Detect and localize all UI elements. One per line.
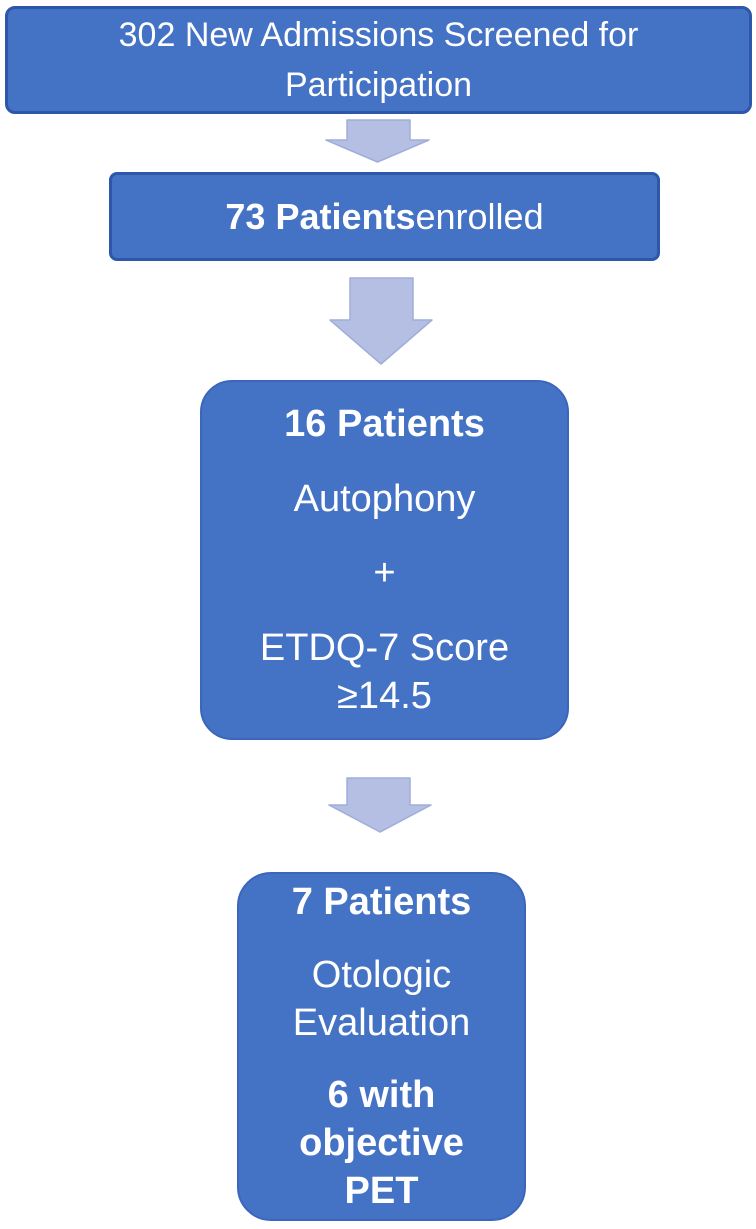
node-evaluation-otologic: Otologic Evaluation <box>293 951 470 1047</box>
node-evaluation-pet-line1: 6 with <box>327 1074 436 1116</box>
node-evaluation-box: 7 Patients Otologic Evaluation 6 with ob… <box>237 872 526 1221</box>
node-criteria-plus: + <box>373 552 396 595</box>
node-evaluation-title: 7 Patients <box>291 881 472 923</box>
node-evaluation-pet-line2: objective <box>299 1122 464 1164</box>
node-screened-box: 302 New Admissions Screened for Particip… <box>5 6 752 114</box>
node-enrolled-count: 73 Patients <box>225 195 416 237</box>
down-arrow-icon <box>325 119 430 163</box>
node-evaluation-otologic-line1: Otologic <box>311 953 452 996</box>
node-evaluation-pet: 6 with objective PET <box>299 1071 464 1215</box>
node-enrolled-suffix: enrolled <box>415 195 544 237</box>
node-criteria-box: 16 Patients Autophony + ETDQ-7 Score ≥14… <box>200 380 569 740</box>
node-criteria-etdq-line1: ETDQ-7 Score <box>259 626 510 669</box>
node-evaluation-otologic-line2: Evaluation <box>292 1001 471 1044</box>
node-criteria-title: 16 Patients <box>284 403 485 445</box>
node-evaluation-pet-line3: PET <box>344 1170 419 1212</box>
node-criteria-etdq: ETDQ-7 Score ≥14.5 <box>260 624 509 720</box>
down-arrow-icon <box>328 777 432 833</box>
node-screened-text: 302 New Admissions Screened for Particip… <box>118 16 639 104</box>
node-criteria-etdq-line2: ≥14.5 <box>337 674 432 717</box>
node-criteria-autophony: Autophony <box>293 477 476 520</box>
down-arrow-icon <box>329 277 433 365</box>
node-enrolled-box: 73 Patients enrolled <box>109 172 660 261</box>
